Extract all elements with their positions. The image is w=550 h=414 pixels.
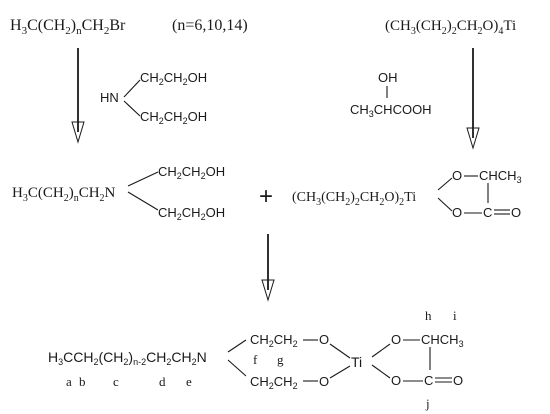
label-b: b [79,374,86,389]
product-bond-o-ti-bottom [329,365,351,379]
ring-bond-ti-o-bottom [437,197,453,212]
product-c: C [424,373,433,388]
amine-arm-top: CH2CH2OH [158,164,225,181]
amine-bond-bottom [127,191,159,211]
chain-length-condition: (n=6,10,14) [172,17,248,34]
product-bond-ti-o-bottom [371,364,391,379]
alkyl-bromide-formula: H3C(CH2)nCH2Br [10,17,126,37]
ring-o-double: O [511,205,521,220]
plus-sign: + [259,183,273,210]
product-o-double: O [453,373,463,388]
label-e: e [186,374,192,389]
label-g: g [277,352,284,367]
product-o-right-top: O [391,332,401,347]
product-bond-n-top [227,339,247,353]
ring-o-top: O [452,168,462,183]
product-o-right-bottom: O [391,373,401,388]
titanium-lactate-formula: (CH3(CH2)2CH2O)2Ti [292,190,416,208]
amine-bond-top [127,171,159,187]
product-bond-n-bottom [227,359,247,377]
product-ti: Ti [351,354,362,370]
product-ch: CHCH3 [421,332,464,349]
arrow-2-head [466,127,480,150]
product-arm-top: CH2CH2 [250,332,298,349]
lactic-acid-oh: OH [378,70,398,85]
reagent-bond-top [123,79,141,98]
product-arm-bottom: CH2CH2 [250,374,298,391]
amine-arm-bottom: CH2CH2OH [158,205,225,222]
label-d: d [159,374,166,389]
titanium-butoxide-formula: (CH3(CH2)2CH2O)4Ti [385,18,516,37]
arrow-1-head [71,121,85,144]
label-j: j [425,396,430,411]
label-c: c [113,374,119,389]
ring-o-bottom: O [452,205,462,220]
reagent-arm-bottom: CH2CH2OH [140,109,207,126]
ring-c: C [483,205,492,220]
ring-bond-ti-o-top [437,177,453,191]
product-bond-o-ti-top [329,343,351,359]
label-h: h [425,308,432,323]
arrow-3-head [261,279,275,302]
label-a: a [66,374,72,389]
product-bond-ti-o-top [371,343,391,358]
ring-ch: CHCH3 [479,168,522,185]
product-chain: H3CCH2(CH2)n-2CH2CH2N [48,349,207,367]
lactic-acid-formula: CH3CHCOOH [350,102,432,119]
diethanolamine-chain: H3C(CH2)nCH2N [12,185,116,204]
reagent-bond-bottom [123,100,141,117]
reagent-nh: HN [100,90,119,105]
reagent-arm-top: CH2CH2OH [140,70,207,87]
product-o-left-bottom: O [319,374,329,389]
label-i: i [453,308,457,323]
product-o-left-top: O [319,332,329,347]
label-f: f [253,352,258,367]
